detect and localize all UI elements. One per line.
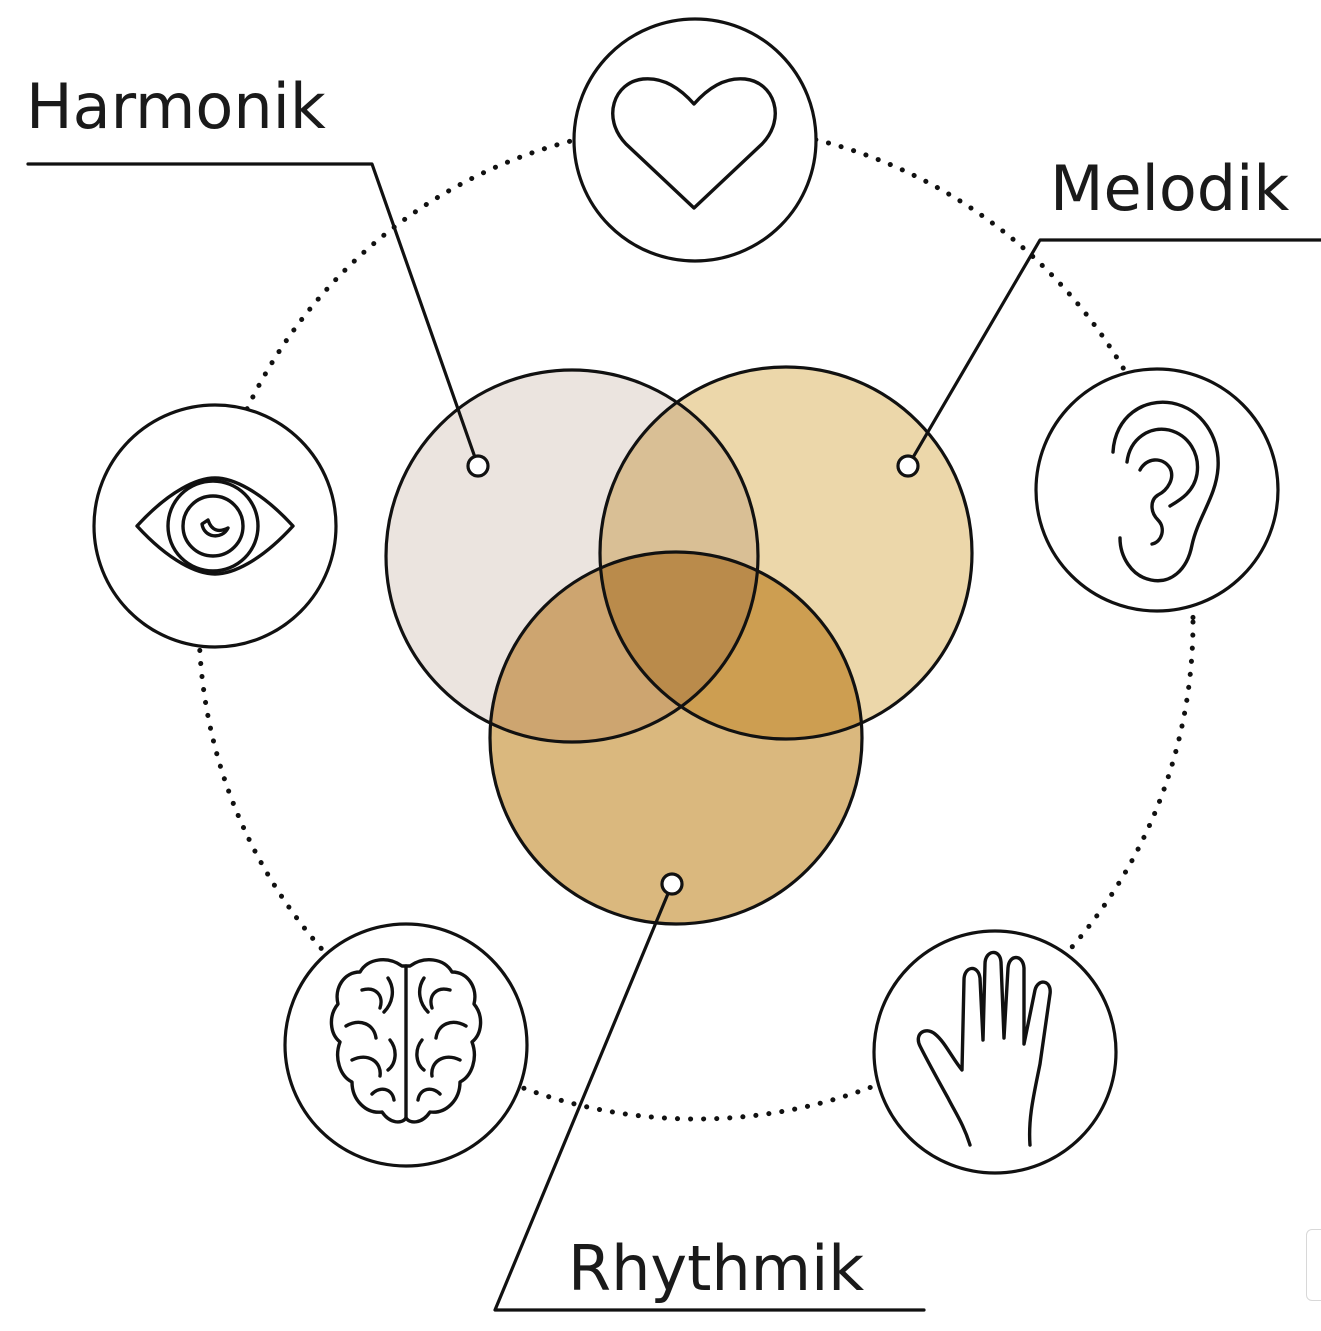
rhythmik-leader-line <box>493 882 926 1312</box>
harmonik-marker-dot <box>466 454 490 478</box>
melodik-leader-line <box>906 238 1321 468</box>
ear-icon <box>1034 367 1280 613</box>
brain-icon <box>283 922 529 1168</box>
hand-icon <box>872 929 1118 1175</box>
melodik-marker-dot <box>896 454 920 478</box>
corner-widget[interactable] <box>1306 1229 1321 1301</box>
eye-icon <box>92 403 338 649</box>
rhythmik-label: Rhythmik <box>568 1232 864 1305</box>
heart-icon <box>572 17 818 263</box>
rhythmik-marker-dot <box>660 872 684 896</box>
melodik-label: Melodik <box>1050 152 1289 225</box>
harmonik-label: Harmonik <box>26 70 326 143</box>
leader-lines <box>26 162 1321 1312</box>
harmonik-leader-line <box>26 162 480 468</box>
